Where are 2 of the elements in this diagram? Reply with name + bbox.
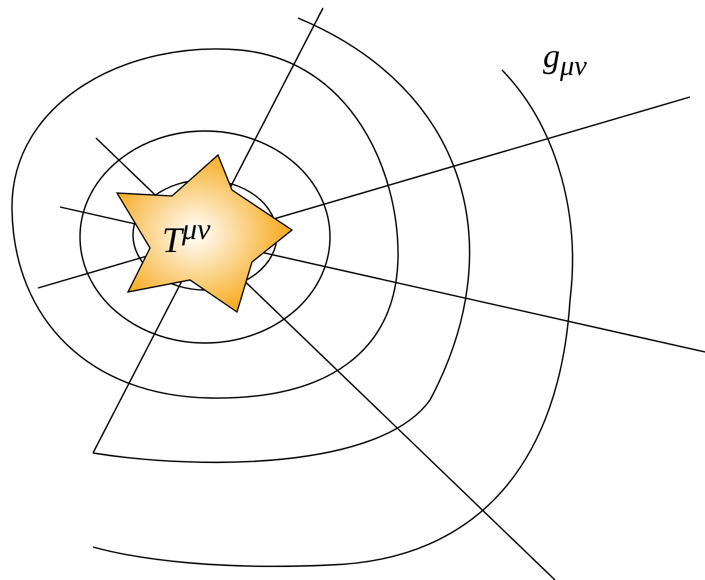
tensor-symbol: T$^{μν}$: [162, 215, 210, 258]
metric-symbol: g$_{μν}$: [543, 40, 587, 82]
